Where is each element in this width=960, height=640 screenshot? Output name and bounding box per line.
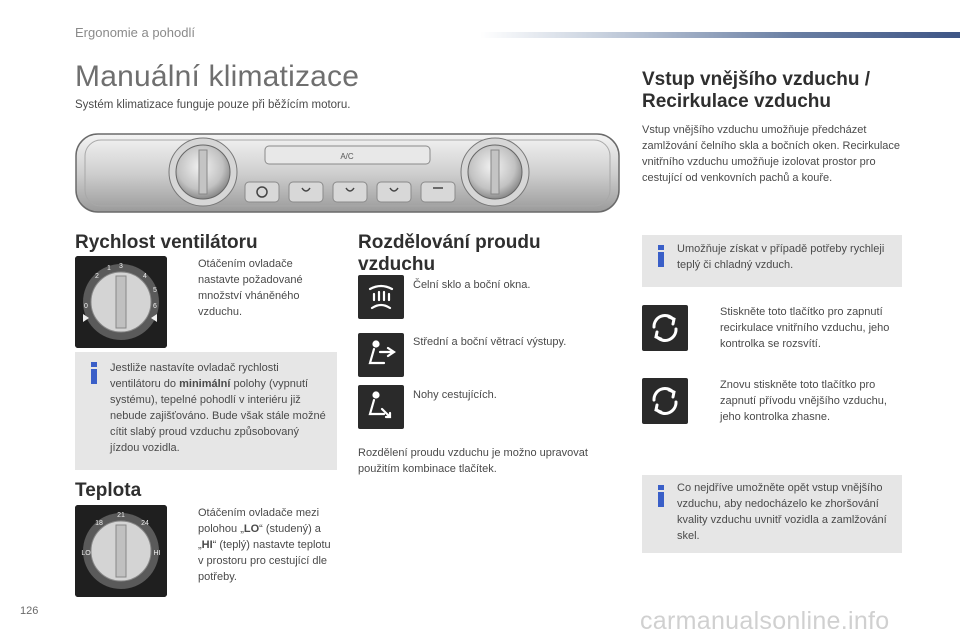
recirc-bullet-2: Znovu stiskněte toto tlačítko pro zapnut…	[702, 377, 902, 425]
watermark: carmanualsonline.info	[640, 607, 890, 635]
temp-dial-lo: LO	[81, 550, 91, 557]
section-header: Ergonomie a pohodlí	[75, 25, 195, 40]
fan-heading: Rychlost ventilátoru	[75, 232, 258, 253]
windshield-button-icon	[358, 275, 404, 319]
temp-dial-24: 24	[141, 520, 149, 527]
distribution-item-windshield: Čelní sklo a boční okna.	[413, 279, 531, 291]
header-rule	[480, 32, 960, 38]
page-title: Manuální klimatizace	[75, 60, 360, 93]
fan-dial-5: 5	[153, 287, 157, 294]
recirc-on-button-icon	[642, 305, 688, 351]
recirc-off-button-icon	[642, 378, 688, 424]
recirc-info-text-1: Umožňuje získat v případě potřeby rychle…	[677, 243, 885, 271]
temp-bullet: Otáčením ovladače mezi polohou „LO“ (stu…	[180, 505, 335, 585]
distribution-footer: Rozdělení proudu vzduchu je možno upravo…	[358, 447, 588, 475]
temp-knob-image: 18 21 24 LO HI	[75, 505, 167, 597]
face-vents-button-icon	[358, 333, 404, 377]
info-icon	[85, 362, 103, 384]
fan-info-text: Jestliže nastavíte ovladač rychlosti ven…	[110, 362, 326, 454]
fan-dial-6: 6	[153, 303, 157, 310]
info-icon	[652, 485, 670, 507]
fan-dial-2: 2	[95, 273, 99, 280]
page-number: 126	[20, 605, 39, 617]
fan-knob	[168, 137, 238, 207]
climate-panel-illustration: A/C	[75, 133, 620, 213]
recirc-info-text-2: Co nejdříve umožněte opět vstup vnějšího…	[677, 482, 887, 542]
panel-button-windshield	[420, 181, 456, 203]
recirc-bullet-1: Stiskněte toto tlačítko pro zapnutí reci…	[702, 304, 902, 352]
temp-bullet-text: Otáčením ovladače mezi polohou „LO“ (stu…	[198, 507, 331, 583]
ac-label: A/C	[340, 152, 354, 161]
fan-dial-0: 0	[84, 303, 88, 310]
temp-dial-18: 18	[95, 520, 103, 527]
temp-heading: Teplota	[75, 480, 142, 501]
fan-bullet: Otáčením ovladače nastavte požadované mn…	[180, 256, 330, 320]
panel-button-face	[288, 181, 324, 203]
fan-dial-4: 4	[143, 273, 147, 280]
panel-button-feet	[376, 181, 412, 203]
page-subtitle: Systém klimatizace funguje pouze při běž…	[75, 99, 351, 111]
panel-button-face-feet	[332, 181, 368, 203]
panel-button-recirc	[244, 181, 280, 203]
recirc-bullet-1-text: Stiskněte toto tlačítko pro zapnutí reci…	[720, 306, 890, 350]
feet-button-icon	[358, 385, 404, 429]
recirc-bullet-2-text: Znovu stiskněte toto tlačítko pro zapnut…	[720, 379, 887, 423]
distribution-item-face-vents: Střední a boční větrací výstupy.	[413, 336, 567, 348]
recirc-intro: Vstup vnějšího vzduchu umožňuje předcház…	[642, 124, 901, 184]
fan-dial-1: 1	[107, 265, 111, 272]
info-icon	[652, 245, 670, 267]
temp-knob	[460, 137, 530, 207]
fan-dial-3: 3	[119, 263, 123, 270]
fan-bullet-text: Otáčením ovladače nastavte požadované mn…	[198, 258, 303, 318]
fan-knob-image: 1 2 3 4 5 6 0	[75, 256, 167, 348]
recirc-heading: Vstup vnějšího vzduchu /Recirkulace vzdu…	[642, 69, 871, 112]
fan-info-box: Jestliže nastavíte ovladač rychlosti ven…	[75, 352, 337, 470]
temp-dial-hi: HI	[154, 550, 161, 557]
recirc-info-box-1: Umožňuje získat v případě potřeby rychle…	[642, 235, 902, 287]
recirc-info-box-2: Co nejdříve umožněte opět vstup vnějšího…	[642, 475, 902, 553]
distribution-item-feet: Nohy cestujících.	[413, 389, 497, 401]
temp-dial-21: 21	[117, 512, 125, 519]
